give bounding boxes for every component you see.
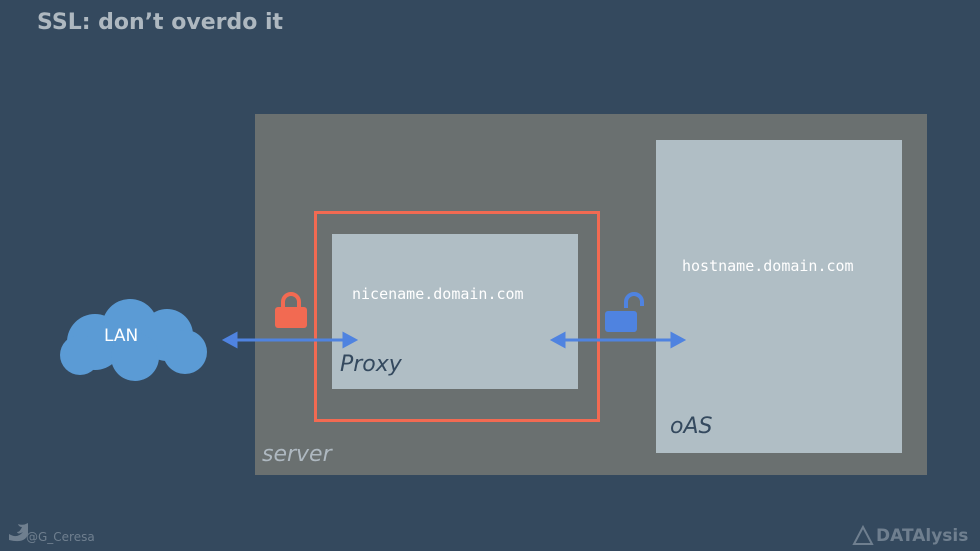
- brand-logo: DATAlysis: [876, 526, 969, 546]
- server-label: server: [262, 442, 332, 467]
- slide-title: SSL: don’t overdo it: [37, 10, 284, 35]
- ssl-highlight-frame: [314, 211, 600, 422]
- unlocked-padlock-icon: [605, 292, 644, 332]
- proxy-oas-arrow: [549, 331, 687, 349]
- oas-box: [656, 140, 902, 453]
- oas-hostname: hostname.domain.com: [682, 257, 854, 275]
- locked-padlock-icon: [275, 292, 307, 328]
- cloud-icon: [60, 299, 207, 381]
- proxy-label: Proxy: [340, 352, 402, 377]
- proxy-hostname: nicename.domain.com: [352, 285, 524, 303]
- twitter-icon: [9, 523, 28, 542]
- lan-proxy-arrow: [221, 331, 359, 349]
- twitter-handle: @G_Ceresa: [26, 530, 95, 544]
- oas-label: oAS: [670, 414, 713, 439]
- lan-label: LAN: [104, 326, 139, 346]
- proxy-box: [332, 234, 578, 389]
- datalysis-logo-icon: [852, 524, 874, 545]
